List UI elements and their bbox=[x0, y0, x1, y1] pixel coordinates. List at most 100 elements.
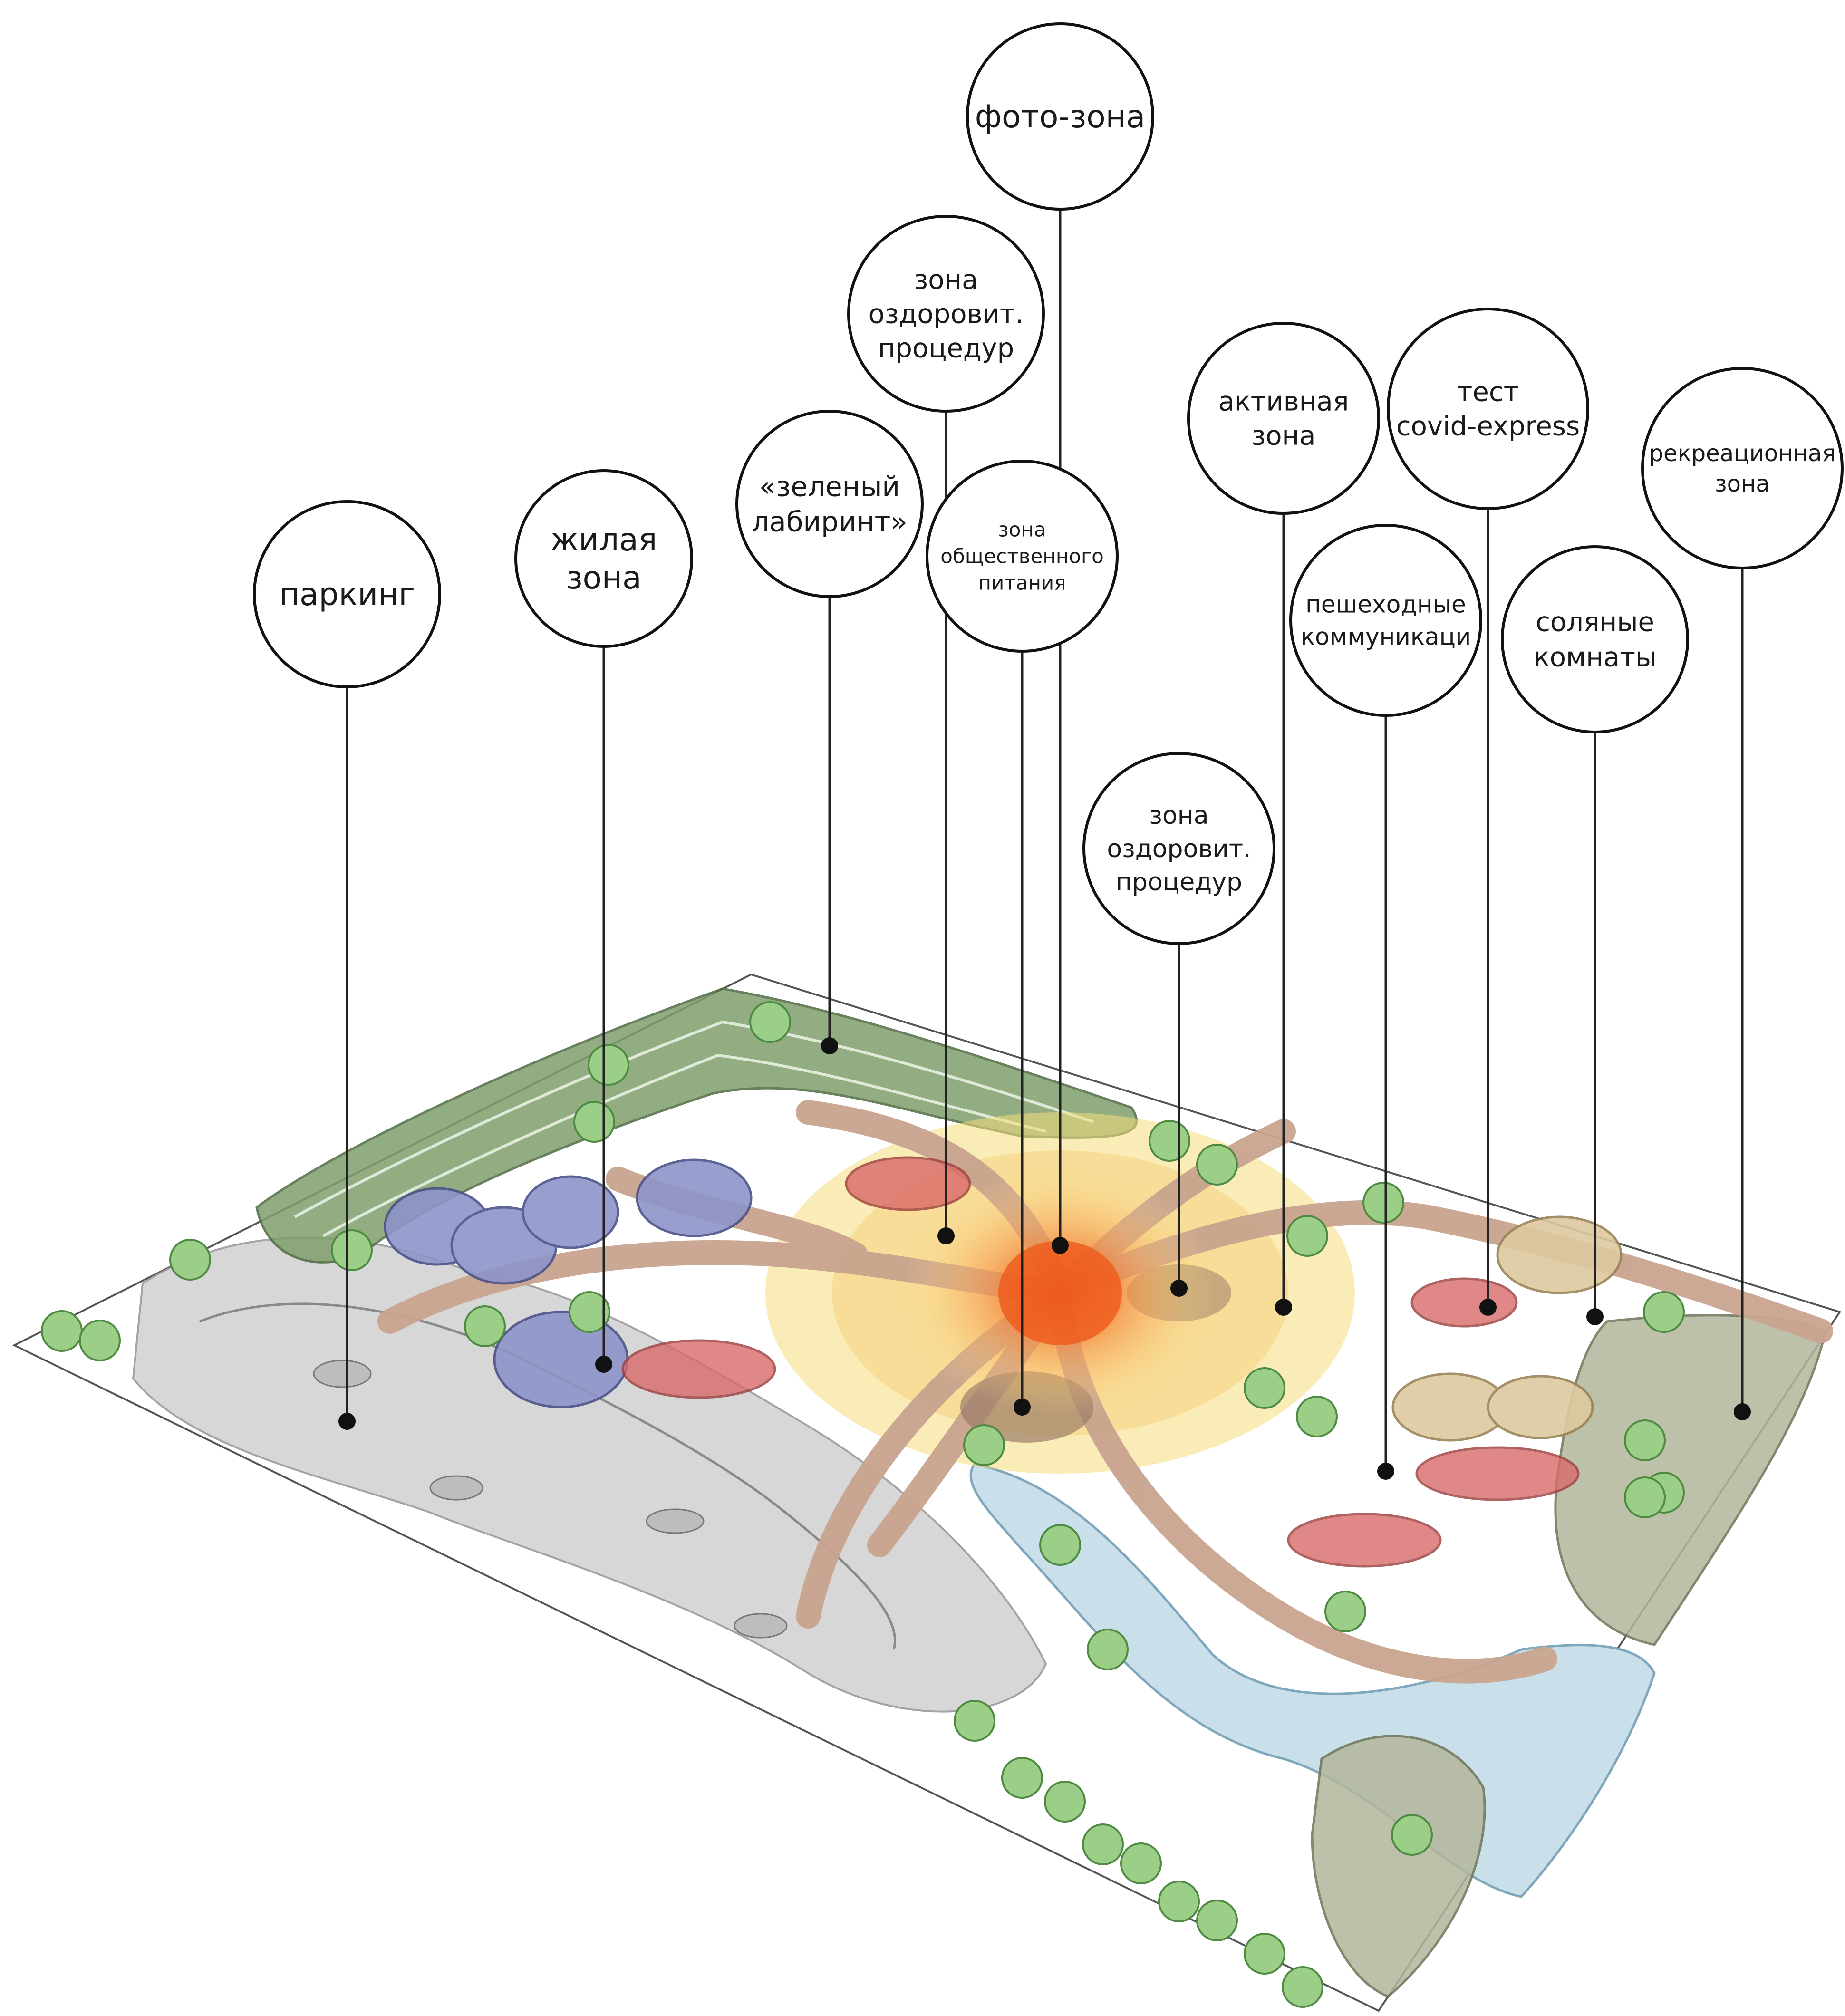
tree-icon bbox=[588, 1044, 629, 1086]
tree-icon bbox=[1196, 1900, 1238, 1941]
recreation-area bbox=[1554, 1314, 1827, 1646]
tree-icon bbox=[41, 1310, 83, 1352]
callouts: фото-зоназонаоздоровит.процедур«зеленыйл… bbox=[253, 22, 1844, 1480]
tree-icon bbox=[963, 1424, 1005, 1466]
site-plan bbox=[12, 973, 1842, 2012]
photo-zone-core bbox=[998, 1241, 1122, 1345]
callout-label: зона bbox=[998, 518, 1046, 541]
callout-active-zone: активная зона bbox=[1187, 322, 1380, 1316]
leader-dot bbox=[1170, 1280, 1188, 1297]
food-service-zones bbox=[621, 1156, 1580, 1568]
callout-label: зона bbox=[1149, 801, 1208, 830]
callout-label: соляные bbox=[1536, 607, 1654, 638]
tree-icon bbox=[1296, 1396, 1338, 1437]
callout-circle bbox=[514, 469, 693, 648]
recreation-island bbox=[1311, 1735, 1486, 1998]
tree-icon bbox=[1286, 1215, 1328, 1257]
tree-icon bbox=[569, 1291, 610, 1333]
tree-icon bbox=[79, 1320, 121, 1361]
leader-dot bbox=[1377, 1463, 1394, 1480]
tree-icon bbox=[1643, 1291, 1685, 1333]
callout-label: оздоровит. bbox=[869, 299, 1024, 330]
callout-label: зона bbox=[914, 265, 978, 296]
callout-recreation-zone: рекреационная зона bbox=[1641, 367, 1844, 1420]
trees bbox=[41, 1001, 1685, 2008]
tree-icon bbox=[1391, 1814, 1433, 1856]
parking-pit bbox=[734, 1613, 788, 1639]
tree-icon bbox=[1039, 1524, 1081, 1566]
callout-label: жилая bbox=[551, 521, 657, 558]
tree-icon bbox=[1158, 1881, 1200, 1922]
green-maze-contour bbox=[322, 1053, 1046, 1237]
tree-icon bbox=[331, 1229, 373, 1271]
leader-dot bbox=[821, 1037, 838, 1054]
tree-icon bbox=[1196, 1144, 1238, 1186]
callout-photo-zone: фото-зона bbox=[966, 22, 1154, 1254]
tree-icon bbox=[1044, 1781, 1086, 1823]
callout-circle bbox=[926, 460, 1119, 653]
green-maze-contour bbox=[294, 1020, 1094, 1218]
callout-label: covid-express bbox=[1396, 411, 1580, 442]
callout-label: рекреационная bbox=[1649, 440, 1836, 467]
tree-icon bbox=[1624, 1476, 1666, 1518]
callout-label: процедур bbox=[878, 333, 1014, 364]
leader-dot bbox=[1586, 1308, 1604, 1325]
leader-dot bbox=[595, 1356, 612, 1373]
callout-label: зона bbox=[1252, 421, 1316, 452]
callout-label: питания bbox=[978, 571, 1066, 595]
callout-circle bbox=[966, 22, 1154, 211]
tree-icon bbox=[1362, 1182, 1404, 1224]
callout-label: фото-зона bbox=[975, 98, 1146, 135]
parking-pit bbox=[313, 1360, 372, 1388]
callout-label: зона bbox=[1715, 471, 1770, 497]
callout-circle bbox=[735, 410, 924, 598]
tree-icon bbox=[1120, 1842, 1162, 1884]
callout-circle bbox=[1082, 752, 1275, 945]
leader-dot bbox=[338, 1413, 356, 1430]
callout-label: зона bbox=[566, 559, 641, 596]
tree-icon bbox=[573, 1101, 615, 1143]
callout-wellness-mid: зона оздоровит. процедур bbox=[1082, 752, 1275, 1297]
leader-dot bbox=[1052, 1237, 1069, 1254]
parking-pit bbox=[429, 1475, 483, 1501]
tree-icon bbox=[1624, 1419, 1666, 1461]
leader-dot bbox=[1479, 1299, 1497, 1316]
tree-icon bbox=[1282, 1966, 1323, 2008]
leader-dot bbox=[1734, 1403, 1751, 1420]
callout-label: процедур bbox=[1116, 868, 1242, 897]
callout-label: лабиринт» bbox=[752, 505, 908, 538]
callout-circle bbox=[1289, 524, 1482, 717]
tree-icon bbox=[1244, 1933, 1285, 1975]
callout-circle bbox=[847, 215, 1045, 413]
tree-icon bbox=[954, 1700, 995, 1742]
callout-circle bbox=[1501, 545, 1689, 733]
callout-label: комнаты bbox=[1534, 642, 1656, 673]
callout-label: тест bbox=[1457, 377, 1519, 408]
callout-label: оздоровит. bbox=[1107, 835, 1251, 863]
callout-circle bbox=[253, 500, 441, 688]
callout-label: коммуникаци bbox=[1301, 623, 1471, 651]
callout-circle bbox=[1387, 308, 1589, 510]
tree-icon bbox=[464, 1305, 506, 1347]
residential-buildings bbox=[384, 1158, 753, 1408]
tree-icon bbox=[1324, 1591, 1366, 1632]
tree-icon bbox=[749, 1001, 791, 1043]
callout-label: пешеходные bbox=[1305, 591, 1466, 618]
callout-label: общественного bbox=[940, 545, 1104, 568]
leader-dot bbox=[937, 1227, 955, 1244]
tree-icon bbox=[1087, 1629, 1129, 1670]
tree-icon bbox=[1001, 1757, 1043, 1799]
tree-icon bbox=[169, 1239, 211, 1281]
callout-label: «зеленый bbox=[759, 470, 900, 502]
salt-room-buildings bbox=[1391, 1215, 1623, 1442]
callout-circle bbox=[1641, 367, 1844, 569]
leader-dot bbox=[1275, 1299, 1292, 1316]
callout-food-zone: зона общественного питания bbox=[926, 460, 1119, 1416]
leader-dot bbox=[1014, 1399, 1031, 1416]
tree-icon bbox=[1149, 1120, 1190, 1162]
callout-label: активная bbox=[1218, 386, 1349, 417]
